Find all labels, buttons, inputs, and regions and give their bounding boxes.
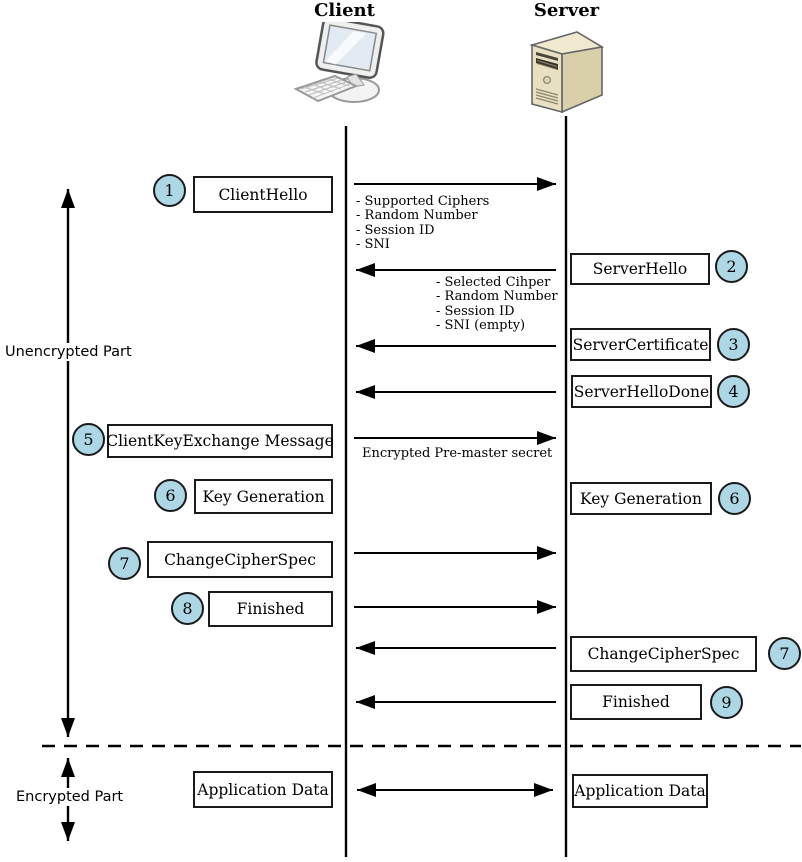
server-hello-params-annotation: - Selected Cihper - Random Number - Sess…: [436, 275, 558, 334]
annotation-line: - Session ID: [436, 303, 515, 319]
annotation-line: - Selected Cihper: [436, 275, 551, 290]
step-circle-1: 1: [153, 174, 186, 207]
unencrypted-part-label: Unencrypted Part: [2, 343, 135, 361]
step-circle-7-server: 7: [768, 637, 801, 670]
annotation-line: - SNI: [356, 237, 390, 253]
step-circle-2: 2: [715, 250, 748, 283]
step-circle-7-client: 7: [108, 547, 141, 580]
message-box-key-generation-server: Key Generation: [570, 482, 712, 515]
message-box-change-cipher-spec-server: ChangeCipherSpec: [570, 636, 757, 672]
message-box-application-data-client: Application Data: [193, 771, 333, 808]
step-circle-9: 9: [710, 686, 743, 719]
annotation-line: - Session ID: [356, 222, 435, 238]
step-circle-8: 8: [171, 592, 204, 625]
message-box-finished-server: Finished: [570, 684, 702, 720]
step-circle-4: 4: [717, 375, 750, 408]
step-circle-5: 5: [72, 423, 105, 456]
client-computer-icon: [293, 22, 385, 103]
message-box-server-hello-done: ServerHelloDone: [571, 375, 712, 408]
message-box-client-hello: ClientHello: [193, 176, 333, 213]
pre-master-secret-annotation: Encrypted Pre-master secret: [362, 446, 553, 461]
encrypted-part-label: Encrypted Part: [13, 788, 127, 806]
message-box-finished-client: Finished: [208, 591, 333, 627]
annotation-line: - Random Number: [436, 289, 558, 305]
message-box-change-cipher-spec-client: ChangeCipherSpec: [147, 541, 333, 578]
message-box-server-certificate: ServerCertificate: [570, 328, 711, 361]
message-box-client-key-exchange: ClientKeyExchange Message: [106, 424, 334, 458]
server-tower-icon: [529, 31, 605, 114]
step-circle-3: 3: [717, 328, 750, 361]
server-actor-title: Server: [533, 0, 600, 21]
step-circle-6-server: 6: [718, 482, 751, 515]
message-box-application-data-server: Application Data: [572, 774, 708, 808]
annotation-line: - SNI (empty): [436, 318, 526, 334]
message-box-server-hello: ServerHello: [570, 253, 710, 285]
client-hello-params-annotation: - Supported Ciphers - Random Number - Se…: [356, 194, 490, 253]
step-circle-6-client: 6: [154, 479, 187, 512]
annotation-line: - Supported Ciphers: [356, 194, 490, 209]
client-actor-title: Client: [314, 0, 375, 21]
annotation-line: - Random Number: [356, 208, 478, 224]
message-box-key-generation-client: Key Generation: [194, 479, 333, 514]
